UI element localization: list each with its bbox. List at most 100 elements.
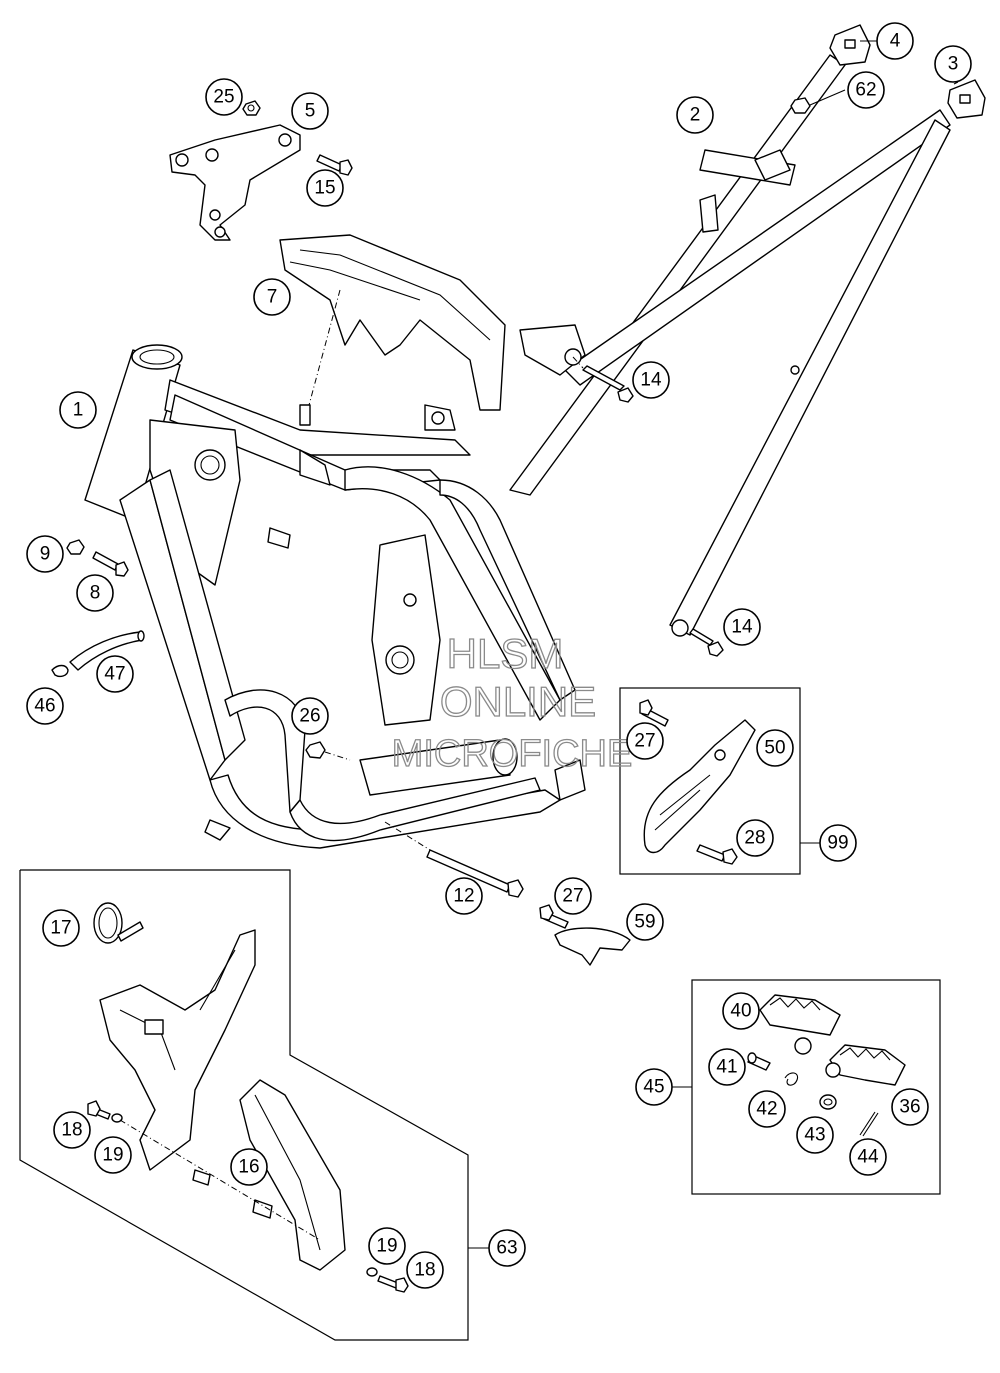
bolt-28 — [696, 844, 738, 865]
group-box-99 — [619, 687, 801, 875]
svg-text:46: 46 — [34, 696, 55, 717]
svg-text:63: 63 — [496, 1238, 517, 1259]
callout-27-slider: 27 — [554, 877, 592, 915]
svg-text:5: 5 — [305, 101, 316, 122]
svg-text:14: 14 — [640, 370, 662, 391]
callout-43: 43 — [796, 1116, 834, 1154]
bolt-12 — [384, 821, 524, 898]
svg-text:4: 4 — [890, 31, 901, 52]
callout-28: 28 — [736, 819, 774, 857]
callout-8: 8 — [76, 574, 114, 612]
spring-42 — [784, 1072, 799, 1086]
end-cap-3 — [947, 79, 986, 119]
callout-18-left: 18 — [53, 1111, 91, 1149]
svg-text:3: 3 — [948, 54, 959, 75]
svg-text:41: 41 — [716, 1057, 737, 1078]
callout-46: 46 — [26, 687, 64, 725]
callout-18-right: 18 — [406, 1251, 444, 1289]
clamp-46 — [51, 664, 69, 678]
svg-text:27: 27 — [634, 731, 655, 752]
callout-40: 40 — [722, 992, 760, 1030]
svg-text:12: 12 — [453, 886, 474, 907]
svg-text:19: 19 — [102, 1145, 123, 1166]
svg-text:47: 47 — [104, 664, 125, 685]
heat-shield-7 — [279, 234, 506, 426]
watermark-line-2: ONLINE — [440, 678, 596, 725]
svg-text:25: 25 — [213, 87, 234, 108]
bolt-18-left — [87, 1100, 111, 1120]
svg-text:62: 62 — [855, 80, 876, 101]
bolt-14-upper — [572, 356, 634, 403]
bolt-27-guide — [639, 699, 669, 727]
callout-2: 2 — [676, 96, 714, 134]
callout-44: 44 — [849, 1138, 887, 1176]
svg-text:8: 8 — [90, 583, 101, 604]
end-cap-4 — [829, 24, 871, 66]
callout-62: 62 — [847, 71, 885, 109]
leader-lines — [860, 40, 959, 85]
svg-text:59: 59 — [634, 912, 655, 933]
callout-19-right: 19 — [368, 1227, 406, 1265]
nut-25 — [242, 100, 261, 116]
callout-12: 12 — [445, 877, 483, 915]
svg-text:43: 43 — [804, 1125, 825, 1146]
hose-47 — [69, 630, 145, 671]
cable-tie-17 — [93, 902, 144, 944]
washer-19-left — [111, 1113, 123, 1123]
callout-19-left: 19 — [94, 1136, 132, 1174]
svg-text:44: 44 — [857, 1147, 879, 1168]
svg-text:45: 45 — [643, 1077, 664, 1098]
washer-43 — [819, 1094, 837, 1110]
frame-protector-right — [239, 1079, 346, 1271]
callout-14-upper: 14 — [632, 361, 670, 399]
callout-14-lower: 14 — [723, 608, 761, 646]
svg-text:16: 16 — [238, 1157, 259, 1178]
callout-17: 17 — [42, 909, 80, 947]
subframe — [509, 54, 951, 637]
svg-text:9: 9 — [40, 544, 51, 565]
callout-15: 15 — [306, 169, 344, 207]
svg-text:28: 28 — [744, 828, 765, 849]
callout-16: 16 — [230, 1148, 268, 1186]
svg-text:15: 15 — [314, 178, 335, 199]
nut-26 — [305, 741, 351, 761]
callout-99: 99 — [819, 824, 857, 862]
callout-9: 9 — [26, 535, 64, 573]
pin-41 — [747, 1052, 771, 1071]
svg-text:2: 2 — [690, 105, 701, 126]
chain-slider-59 — [554, 927, 631, 966]
callout-41: 41 — [708, 1048, 746, 1086]
svg-text:1: 1 — [73, 400, 84, 421]
svg-text:40: 40 — [730, 1001, 751, 1022]
callout-45: 45 — [635, 1068, 673, 1106]
svg-text:36: 36 — [899, 1097, 920, 1118]
callout-27-guide: 27 — [626, 722, 664, 760]
svg-text:99: 99 — [827, 833, 848, 854]
callout-25: 25 — [205, 78, 243, 116]
footrest-40 — [759, 994, 841, 1055]
frame-protector-left — [99, 929, 256, 1171]
callout-5: 5 — [291, 92, 329, 130]
svg-text:17: 17 — [50, 918, 71, 939]
callout-63: 63 — [488, 1229, 526, 1267]
bolt-18-right — [377, 1275, 409, 1293]
bolt-27-slider — [539, 904, 569, 929]
callout-36: 36 — [891, 1088, 929, 1126]
svg-text:19: 19 — [376, 1236, 397, 1257]
bracket-5 — [169, 124, 301, 241]
bolt-15 — [316, 154, 353, 176]
washer-19-right — [366, 1267, 378, 1277]
svg-text:50: 50 — [764, 738, 785, 759]
callout-26: 26 — [291, 697, 329, 735]
svg-text:14: 14 — [731, 617, 753, 638]
footrest-36 — [825, 1044, 906, 1086]
bolt-14-lower — [689, 628, 724, 657]
svg-text:18: 18 — [414, 1260, 435, 1281]
callout-1: 1 — [59, 391, 97, 429]
svg-text:27: 27 — [562, 886, 583, 907]
callout-7: 7 — [253, 278, 291, 316]
watermark-line-3: MICROFICHE — [392, 733, 633, 775]
chain-guide-50 — [643, 719, 756, 854]
svg-text:26: 26 — [299, 706, 320, 727]
